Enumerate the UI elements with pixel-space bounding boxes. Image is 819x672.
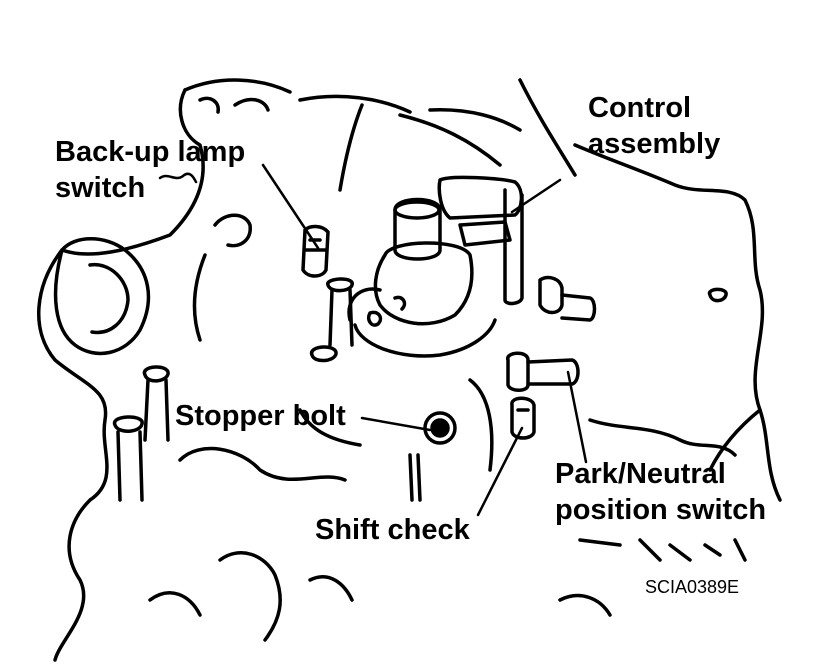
control-assembly-part <box>347 175 597 358</box>
park-neutral-switch-part <box>506 351 588 464</box>
shift-check-label: Shift check <box>315 514 470 546</box>
stopper-bolt-part <box>360 411 457 445</box>
park-neutral-switch-label: Park/Neutral position switch <box>555 456 766 528</box>
transaxle-housing-outline <box>37 78 782 662</box>
control-assembly-label-line2: assembly <box>588 128 721 160</box>
lower-housing-detail <box>148 172 747 642</box>
bell-housing <box>53 213 252 356</box>
backup-lamp-switch-part <box>261 163 330 278</box>
stopper-bolt-label: Stopper bolt <box>175 400 346 432</box>
housing-ribs <box>198 78 577 192</box>
park-neutral-switch-label-line1: Park/Neutral <box>555 458 726 490</box>
backup-lamp-switch-label: Back-up lamp switch <box>55 134 245 206</box>
shift-check-part <box>476 396 536 517</box>
backup-lamp-switch-label-line2: switch <box>55 172 146 204</box>
backup-lamp-switch-label-line1: Back-up lamp <box>55 136 246 168</box>
figure-code: SCIA0389E <box>645 577 740 597</box>
control-assembly-label-line1: Control <box>588 92 692 124</box>
park-neutral-switch-label-line2: position switch <box>555 494 767 526</box>
bolt-bosses <box>113 277 728 502</box>
control-assembly-label: Control assembly <box>588 90 720 162</box>
